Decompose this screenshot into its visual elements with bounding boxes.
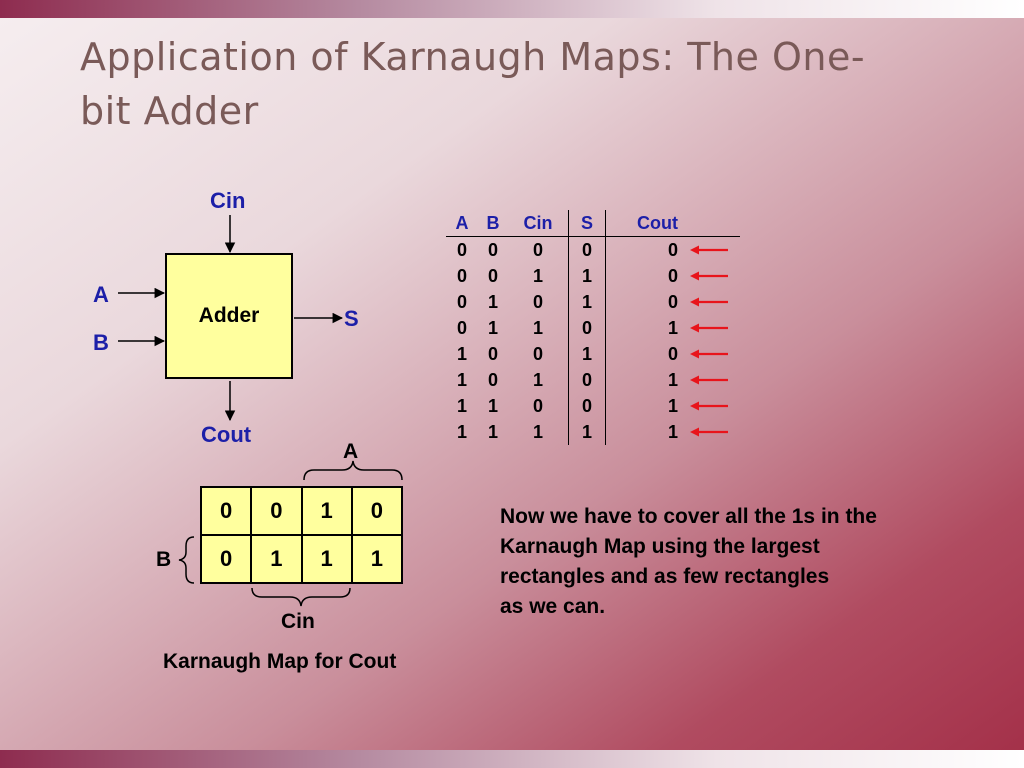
col-header-s: S	[568, 210, 606, 236]
cell-b: 0	[487, 370, 498, 390]
cell-cin: 0	[532, 396, 543, 416]
kmap-caption: Karnaugh Map for Cout	[163, 650, 397, 673]
kmap-cell: 1	[251, 535, 302, 583]
col-header-cout: Cout	[637, 213, 678, 233]
kmap-cell: 0	[201, 535, 252, 583]
kmap-cell: 1	[351, 535, 402, 583]
explanation-line: Now we have to cover all the 1s in the	[500, 505, 877, 528]
cell-b: 1	[487, 396, 498, 416]
kmap-b-brace	[178, 536, 195, 584]
adder-block: Adder	[165, 253, 293, 379]
row-pointer-arrow-icon	[684, 341, 740, 367]
cell-cout: 1	[667, 422, 678, 442]
cell-b: 0	[487, 240, 498, 260]
row-pointer-arrow-icon	[684, 315, 740, 341]
cell-cout: 0	[667, 292, 678, 312]
cell-s: 0	[568, 237, 606, 263]
cell-s: 0	[568, 315, 606, 341]
cell-a: 1	[456, 344, 467, 364]
cell-cin: 1	[532, 318, 543, 338]
explanation-text: Now we have to cover all the 1s in the K…	[500, 502, 1000, 622]
cell-cin: 1	[532, 422, 543, 442]
cell-cin: 0	[532, 240, 543, 260]
row-pointer-arrow-icon	[684, 263, 740, 289]
kmap-b-label: B	[156, 548, 172, 571]
row-pointer-arrow-icon	[684, 367, 740, 393]
row-pointer-arrow-icon	[684, 419, 740, 445]
karnaugh-map-grid: 0 0 1 0 0 1 1 1	[200, 486, 403, 584]
cell-cout: 0	[667, 344, 678, 364]
adder-cin-label: Cin	[210, 188, 246, 213]
cell-cout: 1	[667, 396, 678, 416]
row-pointer-arrow-icon	[684, 289, 740, 315]
cell-cin: 1	[532, 370, 543, 390]
cell-b: 1	[487, 292, 498, 312]
cell-a: 1	[456, 422, 467, 442]
col-header-cin: Cin	[523, 213, 553, 233]
cell-cin: 0	[532, 344, 543, 364]
cell-s: 1	[568, 263, 606, 289]
adder-block-label: Adder	[198, 304, 260, 327]
kmap-cell: 0	[251, 487, 302, 535]
cell-a: 0	[456, 266, 467, 286]
explanation-line: rectangles and as few rectangles	[500, 565, 830, 588]
cell-a: 0	[456, 292, 467, 312]
cell-s: 0	[568, 393, 606, 419]
row-pointer-arrow-icon	[684, 393, 740, 419]
cell-b: 0	[487, 344, 498, 364]
cell-a: 0	[456, 318, 467, 338]
cell-b: 1	[487, 422, 498, 442]
adder-s-label: S	[344, 306, 359, 331]
slide-title-line-2: bit Adder	[80, 89, 259, 133]
kmap-cell: 1	[301, 487, 352, 535]
explanation-line: as we can.	[500, 595, 606, 618]
explanation-line: Karnaugh Map using the largest	[500, 535, 820, 558]
cell-cout: 1	[667, 370, 678, 390]
kmap-cin-label: Cin	[281, 610, 315, 633]
top-gradient-bar	[0, 0, 1024, 18]
cell-a: 1	[456, 370, 467, 390]
cell-s: 0	[568, 367, 606, 393]
bottom-gradient-bar	[0, 750, 1024, 768]
cell-cout: 0	[667, 266, 678, 286]
kmap-cell: 1	[301, 535, 352, 583]
cell-cin: 1	[532, 266, 543, 286]
slide-title-line-1: Application of Karnaugh Maps: The One-	[80, 35, 866, 79]
row-pointer-arrow-icon	[684, 237, 740, 263]
cell-s: 1	[568, 419, 606, 445]
adder-cout-label: Cout	[201, 422, 252, 447]
cell-b: 1	[487, 318, 498, 338]
cell-a: 0	[456, 240, 467, 260]
kmap-a-brace	[303, 460, 403, 481]
kmap-cell: 0	[351, 487, 402, 535]
kmap-cin-brace	[251, 587, 351, 607]
kmap-a-label: A	[343, 440, 359, 463]
cell-s: 1	[568, 341, 606, 367]
adder-b-label: B	[93, 330, 109, 355]
cell-b: 0	[487, 266, 498, 286]
col-header-b: B	[486, 213, 500, 233]
adder-a-label: A	[93, 282, 109, 307]
col-header-a: A	[455, 213, 469, 233]
cell-cout: 1	[667, 318, 678, 338]
cell-cin: 0	[532, 292, 543, 312]
cell-cout: 0	[667, 240, 678, 260]
truth-table-header: A B Cin S Cout	[446, 210, 740, 237]
kmap-cell: 0	[201, 487, 252, 535]
cell-a: 1	[456, 396, 467, 416]
slide-title: Application of Karnaugh Maps: The One- b…	[80, 30, 960, 138]
cell-s: 1	[568, 289, 606, 315]
